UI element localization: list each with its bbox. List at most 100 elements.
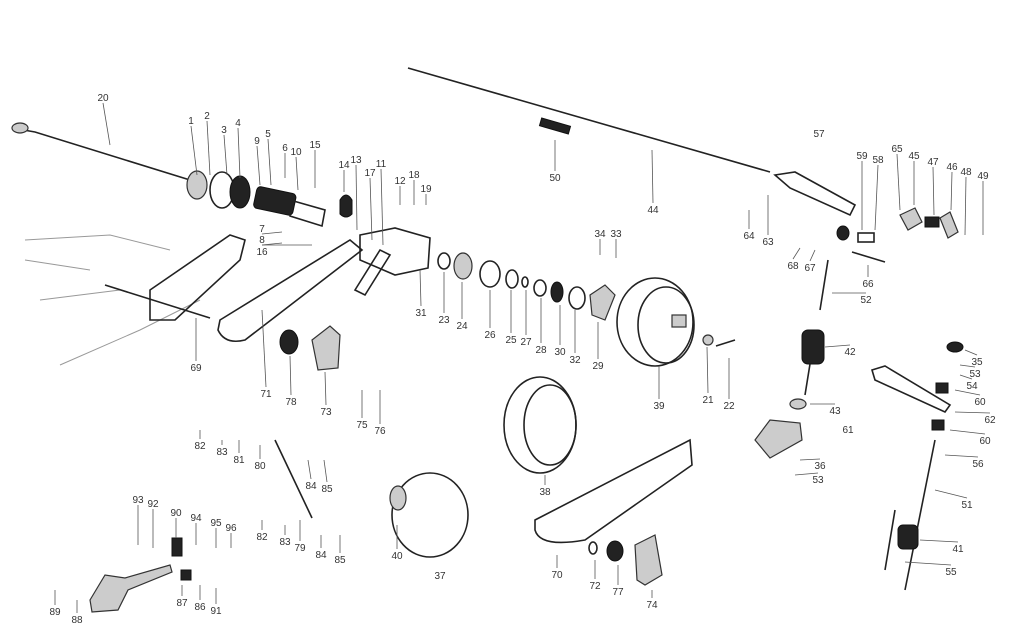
callout-leader-line	[355, 164, 358, 231]
callout-leader-line	[237, 127, 241, 179]
part-40	[389, 485, 407, 511]
callout-leader-line	[954, 411, 991, 414]
callout-leader-line	[102, 102, 111, 146]
washer-32	[568, 286, 586, 310]
callout-leader-line	[206, 120, 211, 176]
flange-46	[939, 211, 959, 239]
callout-label-24: 24	[456, 321, 468, 332]
pin-55	[884, 509, 896, 571]
callout-label-21: 21	[702, 395, 714, 406]
diagonal-arm	[353, 248, 392, 297]
callout-label-80: 80	[254, 461, 266, 472]
callout-leader-line	[959, 374, 973, 380]
callout-label-60: 60	[979, 436, 991, 447]
callout-label-82: 82	[256, 532, 268, 543]
housing-4	[229, 175, 251, 209]
callout-label-6: 6	[282, 143, 288, 154]
seal-30	[550, 281, 564, 303]
callout-label-93: 93	[132, 495, 144, 506]
callout-leader-line	[809, 249, 816, 262]
callout-label-23: 23	[438, 315, 450, 326]
shaft-end	[11, 122, 29, 134]
callout-leader-line	[959, 364, 976, 368]
seal-78	[279, 329, 299, 355]
callout-label-51: 51	[961, 500, 973, 511]
callout-leader-line	[380, 168, 384, 246]
spacer-25	[505, 269, 519, 289]
callout-label-83: 83	[279, 537, 291, 548]
callout-leader-line	[799, 458, 821, 461]
rod-42	[804, 363, 811, 396]
callout-leader-line	[324, 371, 327, 406]
ring-27	[521, 276, 529, 288]
drum-38-face	[523, 384, 577, 466]
callout-label-95: 95	[210, 518, 222, 529]
callout-label-53: 53	[969, 369, 981, 380]
callout-label-39: 39	[653, 401, 665, 412]
callout-label-84: 84	[315, 550, 327, 561]
callout-label-87: 87	[176, 598, 188, 609]
callout-label-71: 71	[260, 389, 272, 400]
callout-leader-line	[944, 454, 979, 458]
callout-label-96: 96	[225, 523, 237, 534]
sleeve-58	[857, 232, 875, 243]
bracket-61	[754, 419, 803, 459]
damper-42	[801, 329, 825, 365]
callout-leader-line	[651, 149, 654, 204]
callout-label-20: 20	[97, 93, 109, 104]
callout-label-26: 26	[484, 330, 496, 341]
callout-label-8: 8	[259, 235, 265, 246]
callout-label-45: 45	[908, 151, 920, 162]
callout-label-76: 76	[374, 426, 386, 437]
callout-label-12: 12	[394, 176, 406, 187]
callout-leader-line	[954, 389, 981, 396]
callout-label-91: 91	[210, 606, 222, 617]
callout-label-69: 69	[190, 363, 202, 374]
callout-label-88: 88	[71, 615, 83, 626]
callout-leader-line	[896, 153, 901, 211]
sleeve-50	[538, 117, 572, 135]
callout-label-61: 61	[842, 425, 854, 436]
callout-label-37: 37	[434, 571, 446, 582]
tube-end	[289, 198, 326, 228]
callout-label-63: 63	[762, 237, 774, 248]
callout-label-58: 58	[872, 155, 884, 166]
callout-leader-line	[261, 231, 283, 235]
callout-label-32: 32	[569, 355, 581, 366]
callout-leader-line	[261, 309, 267, 388]
king-pin-51	[904, 439, 936, 591]
cap-35	[946, 341, 964, 353]
callout-label-64: 64	[743, 231, 755, 242]
shock-absorber-79	[274, 439, 313, 519]
callout-label-75: 75	[356, 420, 368, 431]
callout-leader-line	[934, 489, 968, 499]
cover-plate-74	[634, 534, 663, 586]
callout-label-49: 49	[977, 171, 989, 182]
callout-label-2: 2	[204, 111, 210, 122]
callout-label-55: 55	[945, 567, 957, 578]
axle-shaft-20	[11, 127, 191, 181]
brake-drum-37	[391, 472, 469, 558]
callout-label-18: 18	[408, 170, 420, 181]
axle-boot-1	[186, 170, 208, 200]
frame-outline	[24, 234, 201, 366]
drum-face	[637, 286, 695, 364]
callout-label-90: 90	[170, 508, 182, 519]
callout-label-85: 85	[321, 484, 333, 495]
flange-45	[899, 207, 923, 231]
callout-leader-line	[256, 145, 261, 186]
callout-label-43: 43	[829, 406, 841, 417]
callout-label-59: 59	[856, 151, 868, 162]
callout-leader-line	[950, 171, 953, 211]
bushing-60b	[931, 419, 945, 431]
callout-leader-line	[369, 177, 373, 241]
cotter-pin-22	[715, 339, 736, 347]
callout-leader-line	[223, 134, 228, 176]
callout-label-40: 40	[391, 551, 403, 562]
callout-leader-line	[267, 138, 272, 186]
callout-label-19: 19	[420, 184, 432, 195]
callout-label-36: 36	[814, 461, 826, 472]
cover-plate-73	[311, 325, 341, 371]
